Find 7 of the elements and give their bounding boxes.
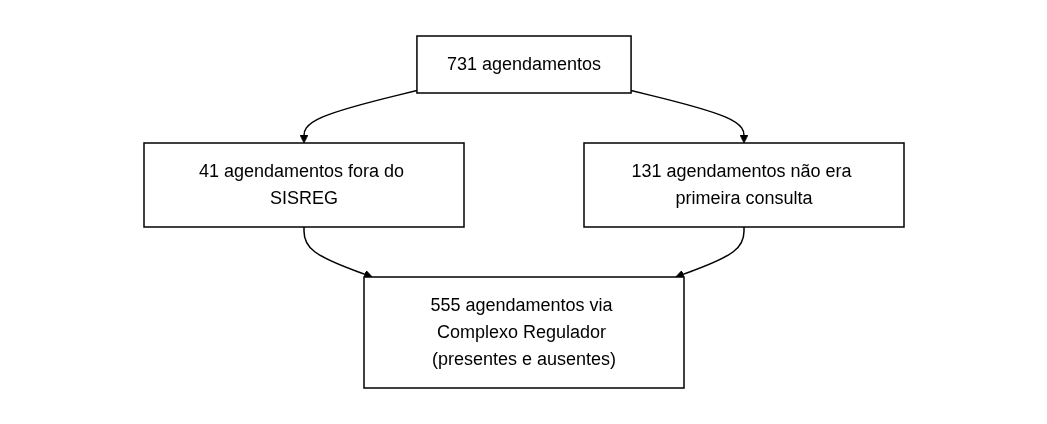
node-box: 555 agendamentos via Complexo Regulador (presentes e ausentes) (362, 276, 685, 389)
node-box: 731 agendamentos (415, 35, 632, 94)
node-box: 41 agendamentos fora do SISREG (142, 142, 465, 228)
arrow (629, 89, 748, 144)
node-box: 131 agendamentos não era primeira consulta (582, 142, 905, 228)
arrow (674, 226, 745, 279)
arrow (302, 226, 373, 279)
